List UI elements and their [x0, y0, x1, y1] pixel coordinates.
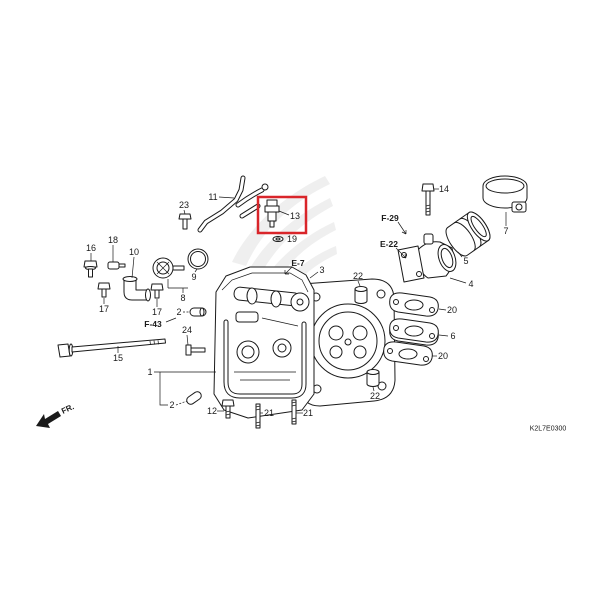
part-21-stud-right — [291, 399, 297, 425]
leader-9 — [194, 268, 198, 273]
part-22-dowel-upper — [354, 286, 368, 304]
callout-16: 16 — [86, 243, 96, 253]
part-21-stud-left — [255, 403, 261, 429]
part-4-intake-manifold — [397, 233, 457, 283]
part-8-pump-rotor — [152, 257, 185, 279]
leader-f43 — [165, 317, 177, 323]
reference-labels: E-7 E-22 F-29 F-43 — [144, 213, 399, 329]
callout-15: 15 — [113, 353, 123, 363]
callout-21-right: 21 — [303, 408, 313, 418]
reference-e22: E-22 — [380, 239, 398, 249]
callout-19: 19 — [287, 234, 297, 244]
leader-4 — [449, 277, 467, 284]
part-20-gasket-lower — [383, 341, 433, 366]
callout-2-lower: 2 — [169, 400, 174, 410]
part-18-fitting — [107, 261, 126, 270]
part-17-bolt-right — [150, 283, 164, 299]
part-22-dowel-lower — [366, 369, 380, 387]
leader-3 — [309, 271, 319, 279]
highlight-box — [256, 195, 308, 235]
leader-11 — [218, 196, 235, 199]
part-11-bracket — [197, 175, 269, 233]
leader-10 — [131, 256, 135, 279]
callout-5: 5 — [463, 256, 468, 266]
part-15-stud-bolt — [57, 338, 166, 358]
reference-f29: F-29 — [381, 213, 399, 223]
leader-22-lower — [372, 386, 375, 392]
reference-e7: E-7 — [291, 258, 305, 268]
part-9-o-ring — [187, 248, 209, 270]
callout-20-upper: 20 — [447, 305, 457, 315]
callout-22-upper: 22 — [353, 271, 363, 281]
leader-5 — [457, 251, 463, 258]
reference-f43: F-43 — [144, 319, 162, 329]
part-2-dowel-pin-lower — [186, 391, 202, 405]
callout-21-left: 21 — [264, 408, 274, 418]
part-24-bolt — [185, 344, 206, 356]
front-label: FR. — [60, 402, 75, 416]
leader-1 — [154, 371, 216, 406]
leader-13 — [278, 210, 290, 216]
leader-6 — [438, 334, 449, 337]
leader-22-upper — [357, 280, 361, 287]
callout-6: 6 — [450, 331, 455, 341]
callout-17-right: 17 — [152, 307, 162, 317]
part-16-bolt — [83, 260, 98, 278]
callout-20-lower: 20 — [438, 351, 448, 361]
callout-17-left: 17 — [99, 304, 109, 314]
callout-8: 8 — [180, 293, 185, 303]
part-5-insulator — [445, 211, 491, 257]
diagram-code: K2L7E0300 — [530, 426, 567, 433]
front-direction-marker: FR. — [36, 402, 76, 428]
part-19-washer — [272, 236, 284, 242]
callout-13: 13 — [290, 211, 300, 221]
callout-labels: 11 13 19 23 16 18 10 9 8 17 17 2 24 15 1… — [86, 184, 509, 418]
part-6-insulator-plate — [389, 318, 439, 346]
callout-18: 18 — [108, 235, 118, 245]
callout-12: 12 — [207, 406, 217, 416]
leader-2-lower — [175, 400, 188, 406]
callout-1: 1 — [147, 367, 152, 377]
part-23-bolt — [178, 213, 192, 230]
front-arrow-icon — [36, 411, 61, 428]
callout-24: 24 — [182, 325, 192, 335]
leader-8 — [167, 279, 188, 293]
part-14-bolt — [421, 183, 435, 216]
part-13-sensor — [264, 199, 280, 228]
callout-23: 23 — [179, 200, 189, 210]
part-10-elbow — [122, 276, 151, 302]
leader-e22 — [395, 247, 407, 259]
callout-10: 10 — [129, 247, 139, 257]
callout-7: 7 — [503, 226, 508, 236]
leader-23 — [183, 209, 186, 215]
part-12-bolt — [221, 399, 235, 419]
callout-4: 4 — [468, 279, 473, 289]
leader-20-upper — [438, 308, 447, 311]
leader-e7 — [284, 266, 293, 275]
callout-22-lower: 22 — [370, 391, 380, 401]
leader-f29 — [397, 221, 407, 235]
part-7-clamp — [482, 175, 528, 213]
callout-2-upper: 2 — [176, 307, 181, 317]
part-17-bolt-left — [97, 282, 111, 298]
callout-11: 11 — [208, 192, 217, 202]
part-2-dowel-pin-upper — [189, 307, 207, 317]
leader-24 — [186, 334, 189, 346]
callout-14: 14 — [439, 184, 449, 194]
part-1-cylinder-head — [213, 266, 396, 419]
callout-3: 3 — [319, 265, 324, 275]
part-20-gasket-upper — [389, 292, 439, 317]
callout-9: 9 — [191, 272, 196, 282]
leader-lines — [90, 188, 507, 414]
